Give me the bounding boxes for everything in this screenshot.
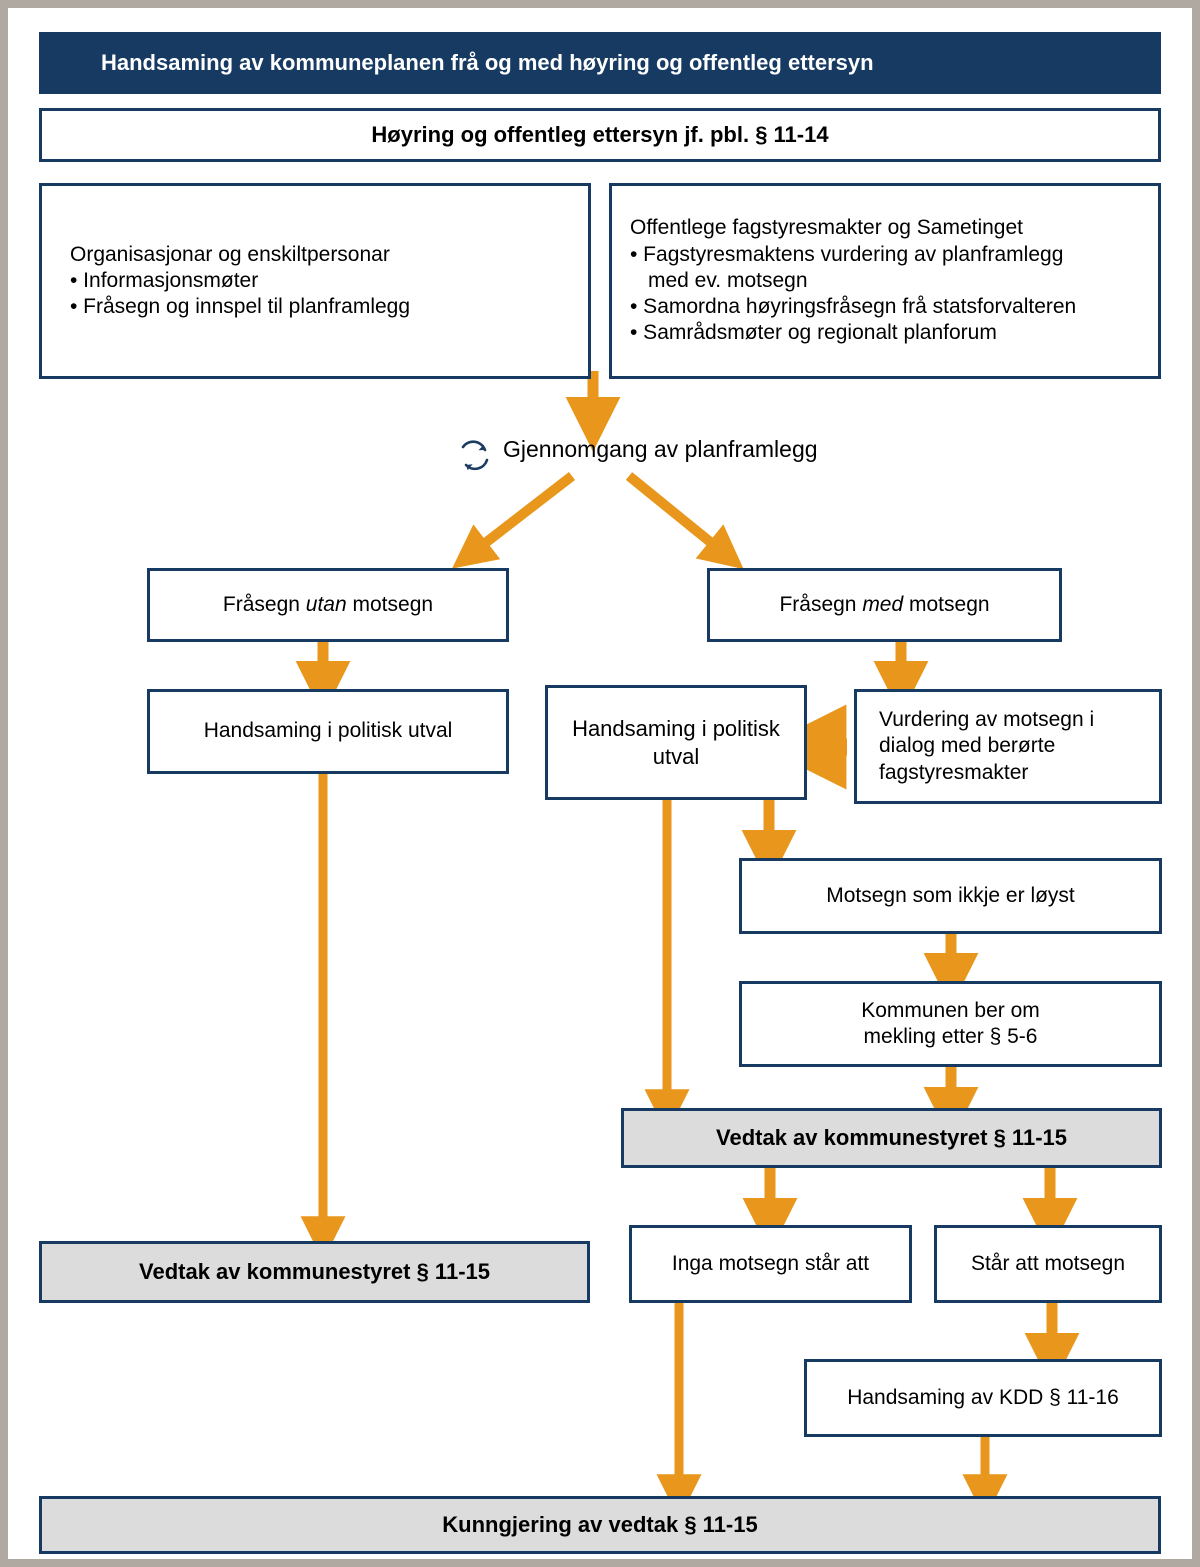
node-handsaming-av-kdd[interactable]: Handsaming av KDD § 11-16 xyxy=(804,1359,1162,1437)
node-motsegn-som-ikkje-er-loyst[interactable]: Motsegn som ikkje er løyst xyxy=(739,858,1162,934)
gjennomgang-label: Gjennomgang av planframlegg xyxy=(503,436,818,462)
vedtak-left-label: Vedtak av kommunestyret § 11-15 xyxy=(139,1259,490,1285)
node-inga-motsegn-star-att[interactable]: Inga motsegn står att xyxy=(629,1225,912,1303)
offentlege-item-0-cont: med ev. motsegn xyxy=(648,268,808,292)
star-att-motsegn-label: Står att motsegn xyxy=(970,1251,1126,1275)
node-vurdering-av-motsegn[interactable]: Vurdering av motsegn i dialog med berørt… xyxy=(854,689,1162,804)
frasegn-med-post: motsegn xyxy=(903,592,990,616)
mekling-line-2: mekling etter § 5-6 xyxy=(863,1025,1038,1048)
offentlege-item-1: • Samordna høyringsfråsegn frå statsforv… xyxy=(630,295,1077,319)
handsaming-left-label: Handsaming i politisk utval xyxy=(203,719,453,743)
handsaming-kdd-label: Handsaming av KDD § 11-16 xyxy=(847,1385,1119,1409)
organisasjonar-heading: Organisasjonar og enskiltpersonar xyxy=(70,242,390,266)
frasegn-utan-em: utan xyxy=(305,592,347,616)
arrow-gjennomgang-to-utan xyxy=(452,472,576,569)
node-kunngjering-av-vedtak[interactable]: Kunngjering av vedtak § 11-15 xyxy=(39,1496,1161,1554)
vurdering-line-2: dialog med berørte xyxy=(879,734,1056,758)
node-frasegn-med-motsegn[interactable]: Fråsegn med motsegn xyxy=(707,568,1062,642)
motsegn-ikkje-loyst-label: Motsegn som ikkje er løyst xyxy=(826,883,1075,907)
cycle-icon-svg xyxy=(461,440,489,471)
cycle-icon xyxy=(452,433,498,479)
vedtak-mid-label: Vedtak av kommunestyret § 11-15 xyxy=(716,1125,1067,1151)
offentlege-item-2: • Samrådsmøter og regionalt planforum xyxy=(630,321,997,345)
offentlege-item-0: • Fagstyresmaktens vurdering av planfram… xyxy=(630,242,1064,266)
vurdering-line-3: fagstyresmakter xyxy=(879,760,1029,784)
organisasjonar-item-0: • Informasjonsmøter xyxy=(70,268,259,292)
frasegn-med-pre: Fråsegn xyxy=(779,592,863,616)
handsaming-mid-line-2: utval xyxy=(652,743,700,769)
vurdering-line-1: Vurdering av motsegn i xyxy=(879,708,1095,732)
kunngjering-label: Kunngjering av vedtak § 11-15 xyxy=(442,1512,758,1538)
diagram-title-bar: Handsaming av kommuneplanen frå og med h… xyxy=(39,32,1161,94)
node-kommunen-ber-om-mekling[interactable]: Kommunen ber om mekling etter § 5-6 xyxy=(739,981,1162,1067)
inga-motsegn-label: Inga motsegn står att xyxy=(671,1251,870,1275)
node-handsaming-politisk-utval-left[interactable]: Handsaming i politisk utval xyxy=(147,689,509,774)
node-handsaming-politisk-utval-mid[interactable]: Handsaming i politisk utval xyxy=(545,685,807,800)
page-title: Handsaming av kommuneplanen frå og med h… xyxy=(101,50,874,75)
mekling-line-1: Kommunen ber om xyxy=(861,998,1040,1022)
frasegn-utan-post: motsegn xyxy=(346,592,434,616)
diagram-page: Handsaming av kommuneplanen frå og med h… xyxy=(8,8,1192,1559)
node-gjennomgang-av-planframlegg[interactable]: Gjennomgang av planframlegg xyxy=(503,436,818,463)
node-star-att-motsegn[interactable]: Står att motsegn xyxy=(934,1225,1162,1303)
handsaming-mid-line-1: Handsaming i politisk xyxy=(572,716,780,741)
offentlege-heading: Offentlege fagstyresmakter og Sametinget xyxy=(630,216,1023,240)
node-vedtak-av-kommunestyret-mid[interactable]: Vedtak av kommunestyret § 11-15 xyxy=(621,1108,1162,1168)
frasegn-utan-pre: Fråsegn xyxy=(222,592,306,616)
node-hoyring-label: Høyring og offentleg ettersyn jf. pbl. §… xyxy=(371,122,829,148)
node-organisasjonar-og-enskiltpersonar[interactable]: Organisasjonar og enskiltpersonar • Info… xyxy=(39,183,591,379)
node-vedtak-av-kommunestyret-left[interactable]: Vedtak av kommunestyret § 11-15 xyxy=(39,1241,590,1303)
node-offentlege-fagstyresmakter[interactable]: Offentlege fagstyresmakter og Sametinget… xyxy=(609,183,1161,379)
flowchart-canvas: Handsaming av kommuneplanen frå og med h… xyxy=(9,9,1193,1560)
organisasjonar-item-1: • Fråsegn og innspel til planframlegg xyxy=(70,295,411,319)
arrow-gjennomgang-to-med xyxy=(625,472,744,570)
node-hoyring-offentleg-ettersyn[interactable]: Høyring og offentleg ettersyn jf. pbl. §… xyxy=(39,108,1161,162)
node-frasegn-utan-motsegn[interactable]: Fråsegn utan motsegn xyxy=(147,568,509,642)
frasegn-med-em: med xyxy=(862,592,904,616)
